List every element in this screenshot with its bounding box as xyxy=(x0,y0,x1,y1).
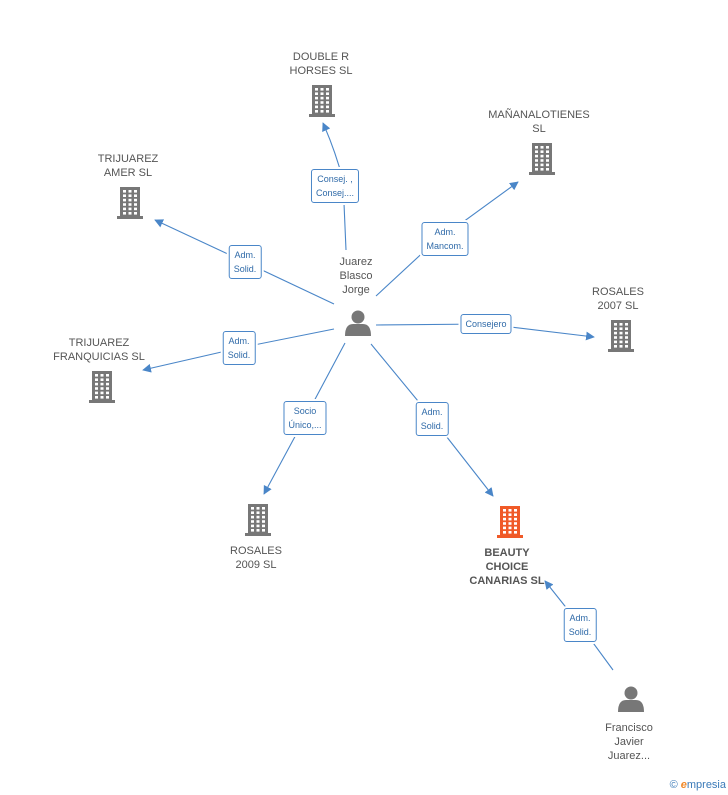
node-label-trijfranq[interactable]: TRIJUAREZ FRANQUICIAS SL xyxy=(53,337,145,363)
node-label-rosales2009[interactable]: ROSALES 2009 SL xyxy=(230,545,282,571)
building-icon-trijfranq[interactable] xyxy=(89,371,115,403)
edge-label-juarez-manana[interactable]: Adm. Mancom. xyxy=(421,222,469,256)
person-icon-juarez[interactable] xyxy=(345,310,371,337)
node-label-doubler[interactable]: DOUBLE R HORSES SL xyxy=(289,51,353,77)
building-icon-rosales2007[interactable] xyxy=(608,320,634,352)
edge-label-francisco-beauty[interactable]: Adm. Solid. xyxy=(563,608,597,642)
building-icon-doubler[interactable] xyxy=(309,85,335,117)
node-label-manana[interactable]: MAÑANALOTIENES SL xyxy=(488,109,590,135)
building-icon-rosales2009[interactable] xyxy=(245,504,271,536)
copyright-icon: © xyxy=(669,779,678,791)
building-icon-beauty[interactable] xyxy=(497,506,523,538)
node-label-beauty[interactable]: BEAUTY CHOICE CANARIAS SL xyxy=(469,547,545,587)
edge-label-juarez-rosales2009[interactable]: Socio Único,... xyxy=(283,401,327,435)
brand-logo-e: e xyxy=(680,779,687,791)
brand-name: mpresia xyxy=(686,779,726,791)
edge-label-juarez-trijamer[interactable]: Adm. Solid. xyxy=(228,245,262,279)
person-icon-francisco[interactable] xyxy=(618,686,644,713)
brand-footer: © empresia xyxy=(670,779,726,791)
edge-label-juarez-trijfranq[interactable]: Adm. Solid. xyxy=(222,331,256,365)
building-icon-manana[interactable] xyxy=(529,143,555,175)
node-label-rosales2007[interactable]: ROSALES 2007 SL xyxy=(592,286,644,312)
edge-label-juarez-doubler[interactable]: Consej. , Consej.... xyxy=(310,169,360,203)
building-icon-trijamer[interactable] xyxy=(117,187,143,219)
node-label-francisco[interactable]: Francisco Javier Juarez... xyxy=(605,722,653,762)
edge-label-juarez-rosales2007[interactable]: Consejero xyxy=(460,314,512,334)
edge-label-juarez-beauty[interactable]: Adm. Solid. xyxy=(415,402,449,436)
node-label-juarez[interactable]: Juarez Blasco Jorge xyxy=(339,256,373,296)
node-label-trijamer[interactable]: TRIJUAREZ AMER SL xyxy=(97,153,159,179)
